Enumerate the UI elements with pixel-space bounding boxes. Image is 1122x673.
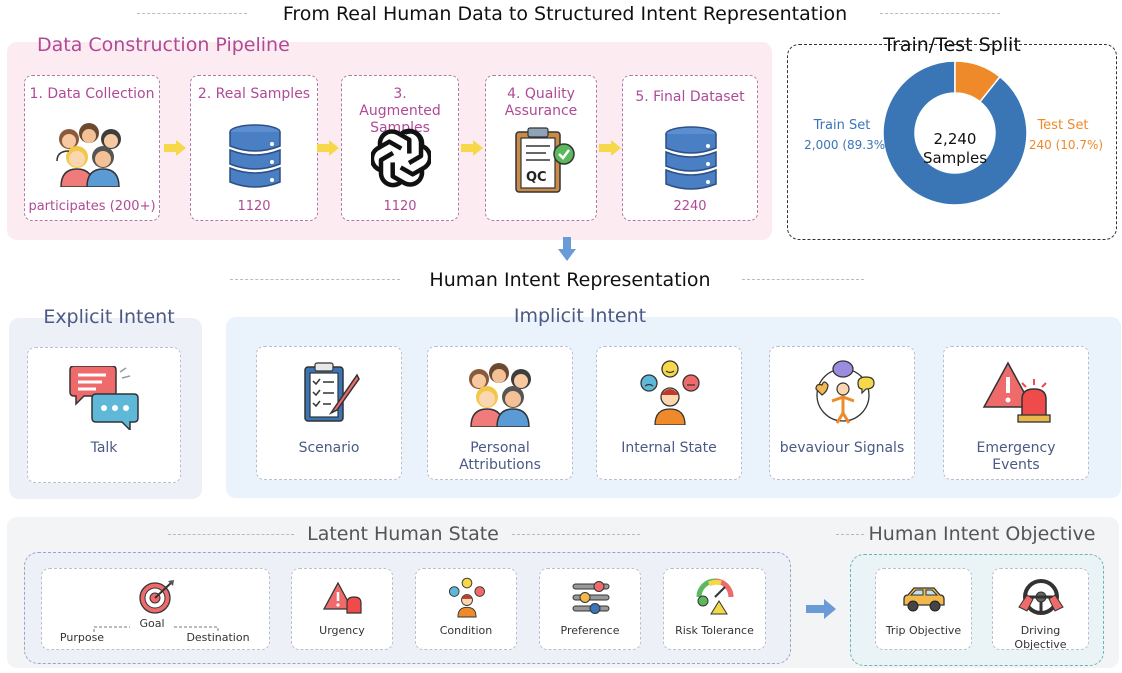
brain-signals-icon [815, 360, 875, 424]
database-icon [665, 126, 717, 190]
step-label: 1. Data Collection [29, 86, 155, 102]
item-label: Scenario [298, 440, 360, 456]
train-set-name: Train Set [813, 118, 871, 133]
step-label: 5. Final Dataset [635, 89, 745, 105]
arrow-down-icon [558, 237, 576, 261]
explicit-title: Explicit Intent [43, 306, 175, 328]
intent-rep-title: Human Intent Representation [429, 269, 711, 291]
step-final-dataset: 5. Final Dataset 2240 [622, 75, 758, 221]
donut-slice-train-set [882, 60, 1028, 206]
objective-item-trip: Trip Objective [875, 568, 972, 650]
steering-wheel-icon [1018, 579, 1064, 615]
clipboard-checklist-icon [304, 362, 360, 422]
objective-title: Human Intent Objective [868, 523, 1096, 545]
implicit-item-behaviour-signals: bevaviour Signals [769, 346, 915, 480]
step-quality-assurance: 4. Quality Assurance QC [485, 75, 597, 221]
test-set-name: Test Set [1037, 118, 1089, 133]
arrow-right-icon [164, 140, 186, 156]
goal-right-label: Destination [186, 631, 250, 644]
target-icon [139, 580, 174, 614]
objective-item-driving: Driving Objective [992, 568, 1089, 651]
goal-connector-lines [93, 626, 219, 632]
goal-left-label: Purpose [59, 631, 105, 644]
arrow-right-icon [806, 599, 836, 619]
item-label: Personal Attributions [459, 440, 541, 473]
split-donut-chart [882, 60, 1028, 206]
pipeline-title: Data Construction Pipeline [37, 34, 290, 56]
latent-item-condition: Condition [415, 568, 517, 650]
goal-label: Goal [139, 617, 165, 630]
implicit-title: Implicit Intent [513, 305, 647, 327]
openai-logo-icon [371, 128, 431, 188]
donut-center-value: 2,240 [933, 130, 977, 148]
step-real-samples: 2. Real Samples 1120 [190, 75, 318, 221]
latent-item-goal: Goal Purpose Destination [41, 568, 270, 650]
step-value: 1120 [383, 199, 417, 214]
latent-item-urgency: Urgency [291, 568, 393, 650]
car-icon [903, 587, 945, 612]
alert-siren-icon [323, 581, 362, 614]
step-value: 1120 [237, 199, 271, 214]
split-panel [787, 44, 1117, 240]
database-icon [229, 124, 281, 188]
step-data-collection: 1. Data Collection participates (200+) [24, 75, 160, 221]
emergency-alert-icon [982, 361, 1051, 423]
arrow-right-icon [461, 140, 483, 156]
latent-title: Latent Human State [307, 523, 499, 545]
emotions-person-icon [640, 360, 700, 425]
latent-item-preference: Preference [539, 568, 641, 650]
arrow-right-icon [599, 140, 621, 156]
emotions-person-icon [448, 577, 486, 618]
qc-text: QC [526, 170, 547, 185]
item-label: Trip Objective [885, 624, 962, 637]
item-label: Internal State [621, 440, 717, 456]
item-label: Preference [560, 624, 620, 637]
risk-gauge-icon [696, 578, 734, 615]
people-group-icon [56, 123, 121, 187]
arrow-right-icon [317, 140, 339, 156]
step-augmented-samples: 3. Augmented Samples 1120 [341, 75, 459, 221]
step-value: 2240 [673, 199, 707, 214]
step-label: 4. Quality Assurance [504, 86, 578, 119]
item-label: Urgency [319, 624, 365, 637]
people-group-icon [469, 363, 531, 427]
item-label: Driving Objective [1014, 624, 1067, 651]
test-set-value: 240 (10.7%) [1028, 138, 1104, 152]
implicit-item-emergency-events: Emergency Events [943, 346, 1089, 480]
donut-slice-test-set [954, 60, 1001, 103]
sliders-icon [572, 581, 610, 614]
step-value: participates (200+) [28, 199, 156, 214]
item-label: Talk [90, 440, 118, 456]
chat-bubbles-icon [69, 366, 139, 430]
item-label: bevaviour Signals [779, 440, 905, 456]
item-label: Risk Tolerance [675, 624, 754, 637]
split-title: Train/Test Split [883, 34, 1021, 56]
item-label: Emergency Events [976, 440, 1056, 473]
implicit-item-scenario: Scenario [256, 346, 402, 480]
implicit-item-internal-state: Internal State [596, 346, 742, 480]
latent-item-risk-tolerance: Risk Tolerance [663, 568, 766, 650]
implicit-item-personal-attributions: Personal Attributions [427, 346, 573, 480]
train-set-value: 2,000 (89.3%) [804, 138, 890, 152]
item-label: Condition [439, 624, 493, 637]
donut-center-label: Samples [922, 149, 988, 167]
clipboard-qc-icon: QC [515, 127, 575, 193]
explicit-item-talk: Talk [27, 347, 181, 483]
step-label: 2. Real Samples [197, 86, 311, 102]
top-title: From Real Human Data to Structured Inten… [282, 3, 848, 25]
